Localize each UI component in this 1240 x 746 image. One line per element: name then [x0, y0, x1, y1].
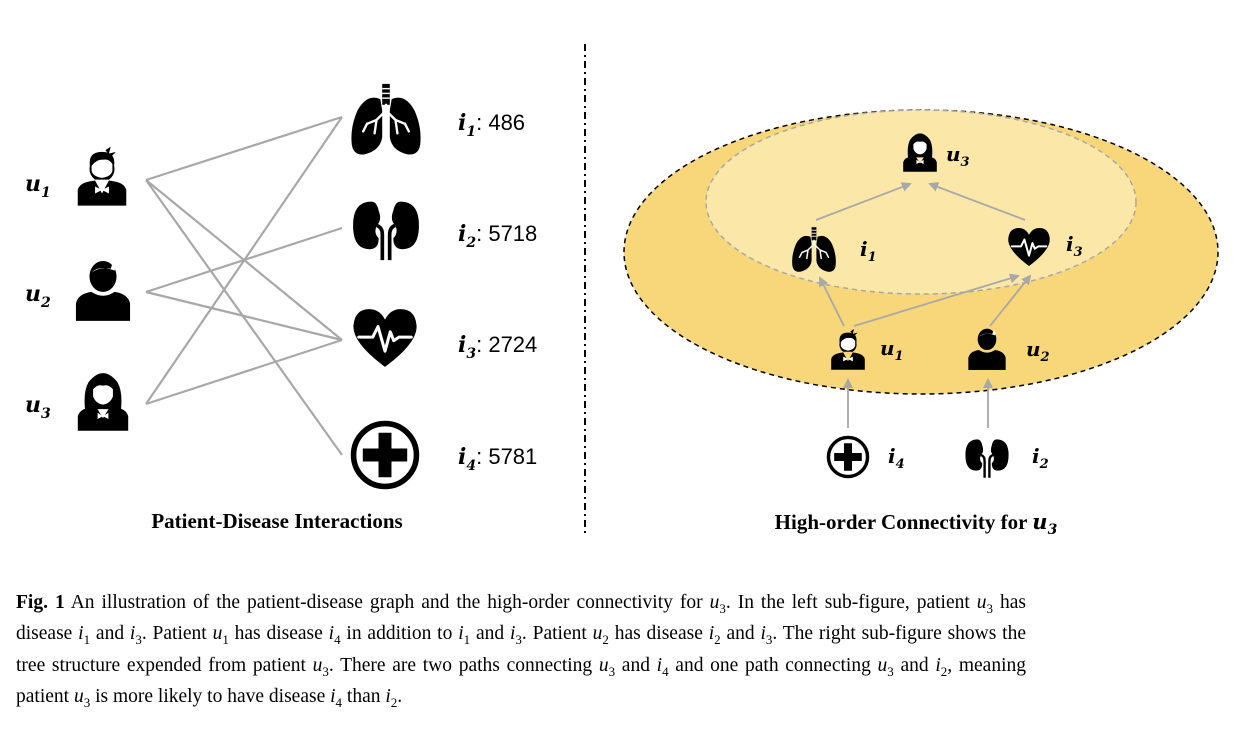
edge-u3-i3: [145, 338, 343, 406]
edge-u1-i1: [145, 115, 343, 182]
caption-text-segment: . There are two paths connecting: [328, 654, 599, 676]
caption-text-segment: and: [470, 623, 510, 645]
caption-math-variable: i3: [760, 623, 773, 648]
arrow-i3-u3: [928, 182, 1026, 221]
caption-math-variable: i3: [509, 623, 522, 648]
edge-u1-i4: [145, 179, 343, 456]
patient-label-u1: u1: [25, 171, 51, 201]
medical-cross-icon: [354, 424, 417, 487]
caption-math-variable: u2: [592, 623, 609, 648]
caption-math-variable: u1: [212, 623, 229, 648]
arrow-u2-i3: [989, 274, 1032, 327]
caption-text-segment: .: [397, 686, 403, 708]
patient-label-u2: u2: [25, 281, 51, 311]
arrow-u1-i1: [819, 276, 845, 327]
disease-label-i3: i3: 2724: [458, 332, 537, 362]
heart-icon: [351, 307, 419, 369]
left-edges: [145, 115, 343, 456]
caption-text-segment: is more likely to have disease: [90, 686, 331, 708]
caption-body: An illustration of the patient-disease g…: [16, 592, 1027, 711]
node-label-u3: u3: [946, 142, 970, 170]
caption-math-variable: u3: [73, 686, 91, 711]
right-panel-title: High-order Connectivity for u3: [775, 509, 1058, 538]
caption-text-segment: has disease: [608, 623, 709, 645]
caption-text-segment: . In the left sub-figure, patient: [725, 592, 977, 613]
left-panel-title: Patient-Disease Interactions: [151, 509, 402, 533]
edge-u2-i3: [145, 290, 343, 342]
caption-text-segment: and: [893, 654, 936, 676]
caption-text-segment: . Patient: [521, 623, 593, 645]
caption-math-variable: i4: [328, 623, 341, 648]
caption-math-variable: i1: [458, 623, 471, 648]
figure: u1 u2 u3 i1: 486 i2: 5718 i3: 2724 i4: 5…: [25, 44, 1219, 538]
node-label-i2: i2: [1032, 444, 1049, 472]
lungs-icon: [350, 82, 422, 156]
node-label-u2: u2: [1026, 337, 1050, 365]
caption-math-variable: u3: [976, 592, 994, 616]
boy-icon: [77, 146, 127, 206]
node-kidneys-icon: [964, 438, 1010, 479]
disease-label-i1: i1: 486: [458, 110, 525, 140]
edge-u3-i1: [145, 116, 343, 405]
caption-text-segment: than: [342, 686, 386, 708]
caption-math-variable: i3: [129, 623, 142, 648]
node-label-i1: i1: [860, 237, 877, 265]
caption-math-variable: u3: [877, 654, 894, 679]
arrow-i1-u3: [815, 182, 912, 221]
caption-math-variable: u3: [709, 592, 726, 616]
arrow-u1-i3: [853, 273, 1020, 327]
patient-label-u3: u3: [25, 392, 51, 422]
node-label-i3: i3: [1066, 232, 1083, 260]
caption-text-segment: and one path connecting: [668, 654, 878, 676]
caption-math-variable: i2: [385, 686, 398, 711]
caption-math-variable: i4: [656, 654, 669, 679]
caption-text-segment: . Patient: [141, 623, 213, 645]
caption-text-segment: . The right sub-figure shows the tree st…: [16, 623, 1026, 676]
right-edges: [815, 182, 1032, 428]
caption-text-segment: and: [90, 623, 130, 645]
caption-math-variable: u3: [598, 654, 616, 679]
node-label-u1: u1: [880, 336, 904, 364]
man-icon: [75, 260, 131, 321]
caption-text-segment: , meaning patient: [16, 654, 1027, 708]
caption-math-variable: i1: [78, 623, 91, 648]
node-label-i4: i4: [888, 444, 905, 472]
caption-math-variable: i4: [330, 686, 343, 711]
caption-math-variable: u3: [312, 654, 329, 679]
caption-text-segment: has disease: [228, 623, 329, 645]
girl-icon: [77, 373, 129, 431]
caption-math-variable: i2: [935, 654, 948, 679]
disease-label-i2: i2: 5718: [458, 221, 537, 251]
caption-text-segment: in addition to: [340, 623, 459, 645]
caption-text-segment: and: [720, 623, 761, 645]
kidneys-icon: [351, 199, 421, 262]
caption-text-segment: An illustration of the patient-disease g…: [70, 592, 710, 613]
caption-math-variable: i2: [708, 623, 721, 648]
caption-text-segment: and: [615, 654, 657, 676]
caption-text-segment: has disease: [16, 592, 1026, 645]
disease-label-i4: i4: 5781: [458, 444, 537, 474]
caption-label: Fig. 1: [16, 592, 65, 613]
node-cross-icon: [826, 435, 870, 479]
